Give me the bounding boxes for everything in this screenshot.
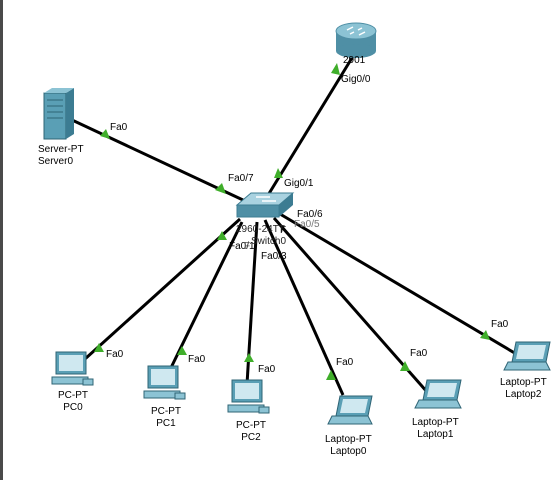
- port-indicator-router-gig00: [331, 63, 340, 75]
- link-router-switch[interactable]: [260, 52, 357, 206]
- pc2-caption: PC-PT PC2: [236, 420, 266, 444]
- port-label-switch-f-laptop0: F: [280, 225, 286, 236]
- port-label-server-fa0: Fa0: [110, 122, 128, 133]
- link-server-switch[interactable]: [71, 118, 244, 202]
- port-indicator-pc2-fa0: [244, 353, 254, 362]
- router-name: 2901: [343, 55, 365, 67]
- port-label-pc2-fa0: Fa0: [258, 364, 276, 375]
- laptop1-icon[interactable]: [414, 379, 462, 409]
- port-indicator-pc0-fa0: [94, 343, 104, 352]
- pc0-icon[interactable]: [51, 351, 94, 386]
- pc1-type: PC-PT: [151, 406, 181, 417]
- laptop0-caption: Laptop-PT Laptop0: [325, 434, 372, 458]
- port-indicator-server-fa0: [100, 129, 110, 139]
- pc0-type: PC-PT: [58, 390, 88, 401]
- port-label-switch-fa07: Fa0/7: [228, 173, 254, 184]
- server-icon[interactable]: [43, 88, 74, 140]
- port-label-pc0-fa0: Fa0: [106, 349, 124, 360]
- port-label-switch-f-pc1: F: [244, 241, 250, 252]
- port-label-laptop1-fa0: Fa0: [410, 348, 428, 359]
- server-type: Server-PT: [38, 144, 84, 155]
- port-label-switch-fa05: Fa0/5: [294, 219, 320, 230]
- port-indicator-switch-gig01: [274, 168, 283, 178]
- port-indicator-laptop1-fa0: [400, 361, 410, 371]
- port-indicator-pc1-fa0: [177, 346, 187, 355]
- port-label-pc1-fa0: Fa0: [188, 354, 206, 365]
- port-label-router-gig00: Gig0/0: [341, 74, 371, 85]
- router-name-text: 2901: [343, 55, 366, 66]
- pc1-caption: PC-PT PC1: [151, 406, 181, 430]
- laptop0-icon[interactable]: [327, 395, 373, 425]
- pc0-name: PC0: [63, 402, 83, 413]
- port-indicator-switch-fa07: [215, 183, 226, 194]
- port-indicator-switch-fa01: [217, 231, 227, 240]
- laptop2-name: Laptop2: [505, 389, 542, 400]
- link-pc0-switch[interactable]: [73, 217, 242, 370]
- link-laptop2-switch[interactable]: [279, 212, 519, 357]
- link-laptop1-switch[interactable]: [272, 217, 430, 394]
- laptop0-name: Laptop0: [330, 446, 367, 457]
- laptop1-name: Laptop1: [417, 429, 454, 440]
- port-indicator-laptop0-fa0: [326, 370, 336, 380]
- pc1-icon[interactable]: [143, 365, 186, 400]
- router-icon[interactable]: [335, 22, 377, 58]
- switch-icon[interactable]: [235, 192, 295, 218]
- pc1-name: PC1: [156, 418, 176, 429]
- laptop2-caption: Laptop-PT Laptop2: [500, 377, 547, 401]
- pc0-caption: PC-PT PC0: [58, 390, 88, 414]
- laptop1-type: Laptop-PT: [412, 417, 459, 428]
- port-label-switch-fa06: Fa0/6: [297, 209, 323, 220]
- link-laptop0-switch[interactable]: [263, 219, 345, 396]
- switch-name-label: Switch0: [251, 236, 286, 247]
- pc2-name: PC2: [241, 432, 261, 443]
- port-indicator-laptop2-fa0: [480, 330, 490, 340]
- pc2-type: PC-PT: [236, 420, 266, 431]
- switch-model-label: 2960-24TT: [236, 224, 285, 235]
- laptop0-type: Laptop-PT: [325, 434, 372, 445]
- server-caption: Server-PT Server0: [38, 144, 84, 168]
- laptop2-icon[interactable]: [503, 341, 551, 371]
- window-edge: [0, 0, 3, 480]
- port-label-switch-gig01: Gig0/1: [284, 178, 314, 189]
- laptop2-type: Laptop-PT: [500, 377, 547, 388]
- port-label-laptop0-fa0: Fa0: [336, 357, 354, 368]
- port-label-laptop2-fa0: Fa0: [491, 319, 509, 330]
- server-name: Server0: [38, 156, 74, 167]
- pc2-icon[interactable]: [227, 379, 270, 414]
- port-label-switch-fa01: Fa0/1: [229, 241, 255, 252]
- laptop1-caption: Laptop-PT Laptop1: [412, 417, 459, 441]
- port-label-switch-fa03: Fa0/3: [261, 251, 287, 262]
